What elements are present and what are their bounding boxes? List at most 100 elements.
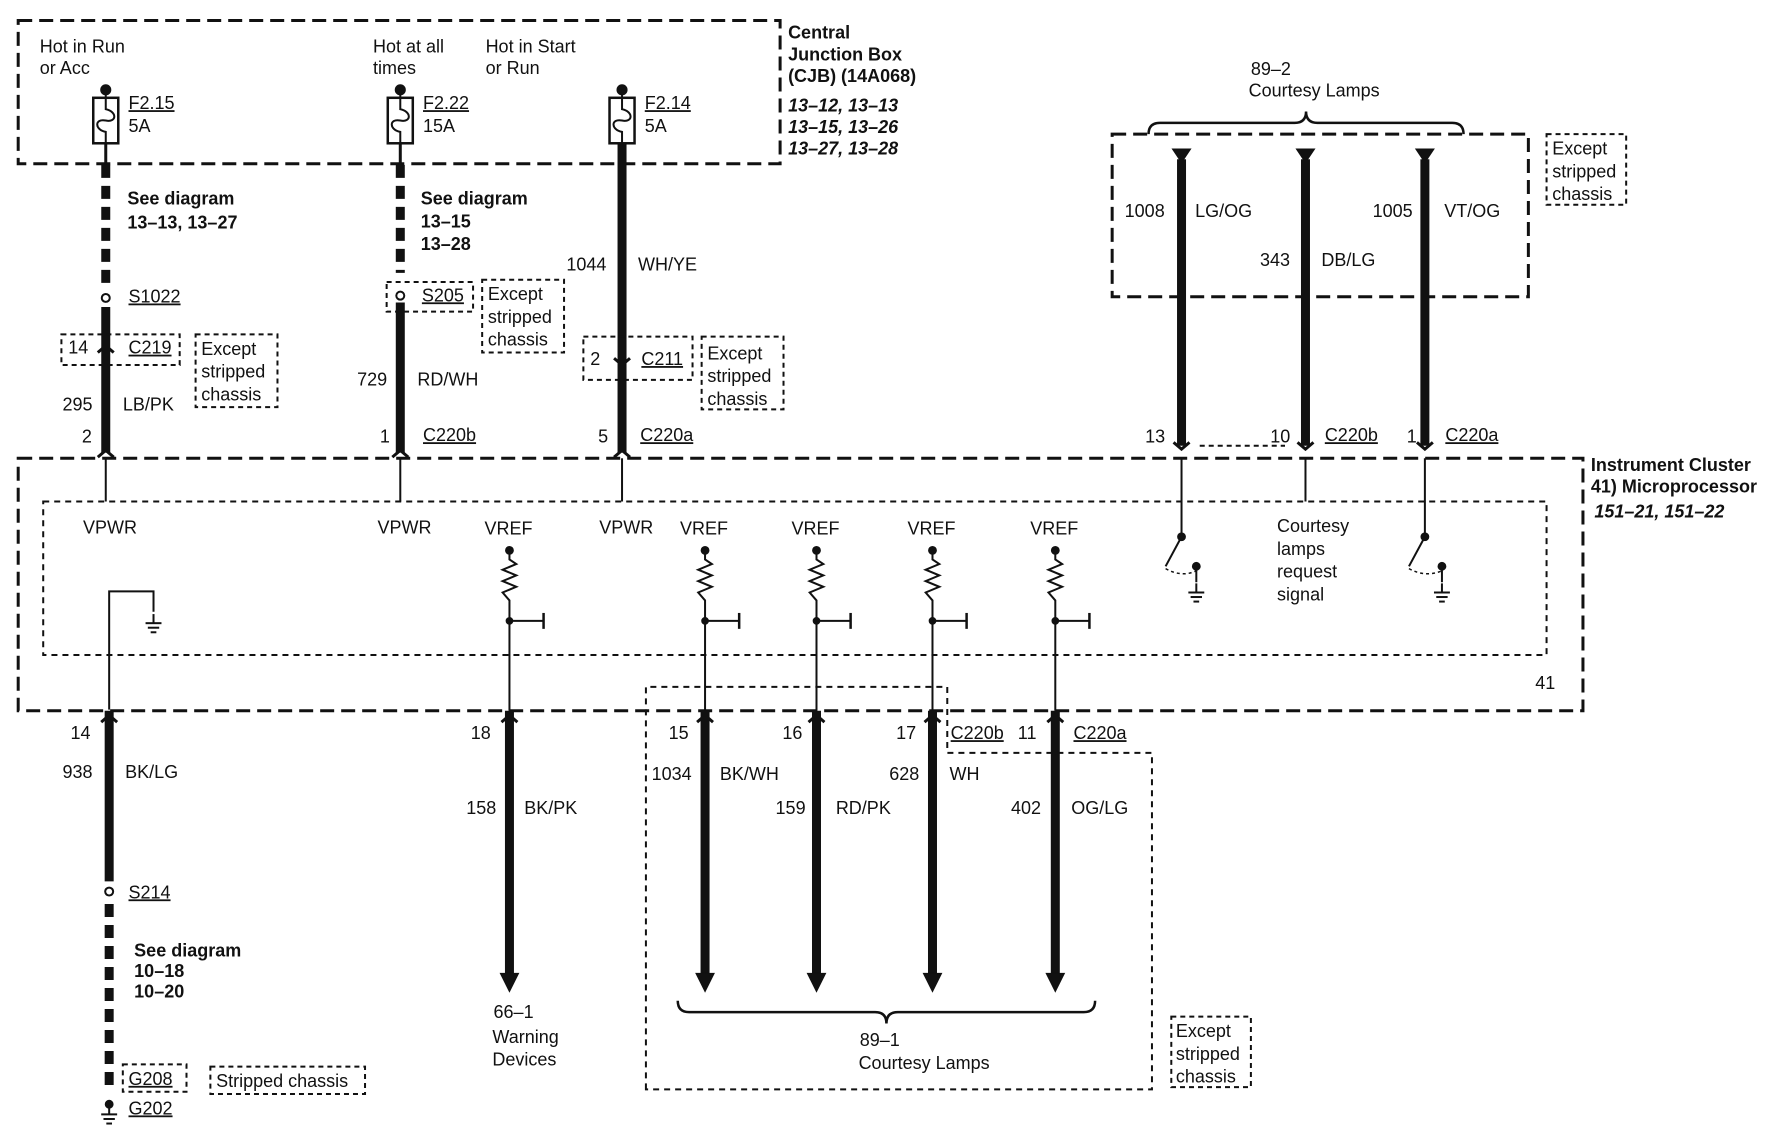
cluster-pin: 5 [598, 426, 608, 446]
circuit-number: 729 [357, 370, 387, 390]
pin-chevron [96, 448, 115, 459]
splice-label: S205 [422, 285, 464, 305]
source-label-line: Hot in Start [486, 36, 576, 56]
fuse-label: F2.15 [129, 93, 175, 113]
request-label-line: Courtesy [1277, 516, 1349, 536]
source-label-line: Hot at all [373, 36, 444, 56]
pin-chevron [807, 713, 826, 724]
vref-label: VREF [791, 518, 839, 538]
internal-ground [108, 590, 162, 710]
splice-label: S1022 [129, 286, 181, 306]
ground-icon [1188, 583, 1205, 603]
cluster-connector: C220a [1445, 425, 1499, 445]
ground-box [121, 1063, 188, 1093]
note-line: stripped [488, 307, 552, 327]
note-line: chassis [707, 389, 767, 409]
cjb-ref-line: 13–15, 13–26 [788, 117, 899, 137]
vref-circuit-5: VREF [1030, 518, 1091, 711]
vref-label: VREF [680, 518, 728, 538]
note-line: Except [1176, 1021, 1231, 1041]
internal-wire [108, 590, 155, 710]
lamp-boundary [1110, 132, 1530, 299]
note-line: stripped [707, 366, 771, 386]
vpwr-input-3: VPWR [599, 458, 653, 537]
cluster-connector: C220a [1073, 723, 1127, 743]
see-diagram-line: 13–28 [421, 234, 471, 254]
switch-contact [1191, 561, 1201, 571]
note-line: stripped [201, 362, 265, 382]
fuse-label: F2.14 [645, 93, 691, 113]
cluster-pin: 1 [1407, 426, 1417, 446]
pin-chevron [1296, 441, 1315, 452]
note-line: stripped [1552, 161, 1616, 181]
splice-dot [104, 886, 115, 897]
request-label-line: signal [1277, 584, 1324, 604]
cjb-ref-line: 13–27, 13–28 [788, 139, 898, 159]
circuit-number: 159 [776, 798, 806, 818]
output-arrow [695, 972, 715, 993]
lamp-boundary [644, 685, 1153, 1091]
vpwr-input-1: VPWR [83, 458, 137, 537]
connector-box [60, 333, 181, 367]
switch-link [1408, 567, 1443, 575]
fuse-rating: 5A [129, 116, 151, 136]
source-label-line: or Run [486, 58, 540, 78]
note-box [1170, 1015, 1252, 1089]
vref-circuit-4: VREF [907, 518, 968, 711]
connector-chevron [613, 357, 631, 368]
vpwr-input-2: VPWR [378, 458, 432, 537]
circuit-number: 1008 [1125, 201, 1165, 221]
connector-chevron [96, 343, 115, 354]
cluster-title-line: Instrument Cluster [1591, 455, 1751, 475]
resistor-icon [807, 550, 826, 610]
see-diagram-line: 13–13, 13–27 [127, 213, 237, 233]
splice-dot [395, 290, 406, 301]
cluster-connector: C220b [423, 425, 476, 445]
wire-color: RD/WH [417, 370, 478, 390]
circuit-number: 158 [466, 798, 496, 818]
wire-color: BK/LG [125, 762, 178, 782]
resistor-icon [1045, 550, 1065, 610]
connector-name: C219 [129, 338, 172, 358]
resistor-icon [695, 550, 715, 610]
pin-chevron [1172, 441, 1191, 452]
source-label-line: times [373, 58, 416, 78]
cluster-connector: C220a [640, 425, 694, 445]
lamp-terminal [1295, 148, 1316, 164]
wire-color: BK/PK [524, 798, 577, 818]
note-box [194, 333, 279, 409]
vpwr-label: VPWR [378, 517, 432, 537]
wire-color: OG/LG [1071, 798, 1128, 818]
output-arrow [806, 972, 827, 993]
wire-color: BK/WH [720, 764, 779, 784]
see-diagram-line: See diagram [127, 189, 234, 209]
cluster-connector: C220b [951, 723, 1004, 743]
pin-chevron [391, 448, 410, 459]
cluster-pin: 10 [1270, 426, 1290, 446]
cluster-pin: 14 [71, 723, 91, 743]
switch-blade [1164, 536, 1183, 567]
request-label-line: request [1277, 562, 1337, 582]
warning-ref: 66–1 [494, 1002, 534, 1022]
cluster-boundary [16, 456, 1585, 713]
wire-color: WH [950, 764, 980, 784]
cluster-pin: 1 [380, 426, 390, 446]
circuit-number: 295 [63, 395, 93, 415]
output-arrow [499, 972, 520, 993]
connector-name: C211 [641, 349, 683, 369]
note-box [700, 335, 785, 411]
lamp-brace [676, 1000, 1097, 1024]
pin-chevron [100, 713, 119, 724]
vpwr-label: VPWR [83, 517, 137, 537]
output-arrow [922, 972, 943, 993]
